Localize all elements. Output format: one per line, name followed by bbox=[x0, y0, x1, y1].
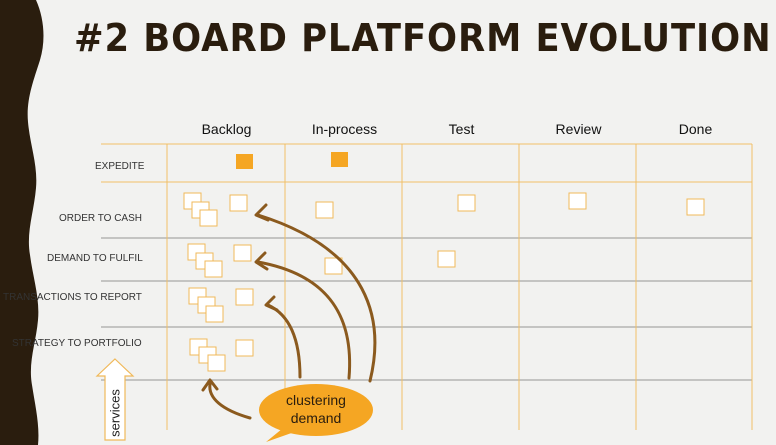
clustering-demand-callout: clustering demand bbox=[259, 384, 373, 442]
callout-line-1: clustering bbox=[286, 392, 346, 408]
services-label: services bbox=[107, 388, 123, 438]
slide-title: #2 BOARD PLATFORM EVOLUTION bbox=[74, 16, 772, 60]
arrow-to-demand-to-fulfil bbox=[256, 260, 352, 380]
clustering-arrows bbox=[201, 203, 377, 420]
services-label-text: services bbox=[107, 389, 123, 437]
row-label-order-to-cash: ORDER TO CASH bbox=[59, 213, 142, 224]
column-header-done: Done bbox=[678, 121, 713, 137]
work-cards bbox=[183, 192, 705, 372]
card bbox=[233, 244, 252, 262]
arrowhead bbox=[264, 295, 279, 312]
arrow-to-transactions bbox=[266, 303, 302, 379]
card bbox=[235, 339, 254, 357]
card bbox=[568, 192, 587, 210]
expedite-card bbox=[331, 152, 348, 167]
card bbox=[229, 194, 248, 212]
card bbox=[235, 288, 254, 306]
card bbox=[205, 305, 224, 323]
arrow-to-strategy bbox=[208, 382, 252, 420]
row-label-expedite: EXPEDITE bbox=[95, 161, 145, 172]
column-header-in-process: In-process bbox=[311, 121, 378, 137]
card bbox=[686, 198, 705, 216]
column-header-backlog: Backlog bbox=[201, 121, 252, 137]
row-label-transactions-to-report: TRANSACTIONS TO REPORT bbox=[3, 292, 142, 303]
column-header-review: Review bbox=[555, 121, 602, 137]
card bbox=[199, 209, 218, 227]
row-label-demand-to-fulfil: DEMAND TO FULFIL bbox=[47, 253, 143, 264]
arrow-to-order-to-cash bbox=[256, 213, 377, 383]
arrowhead bbox=[254, 203, 270, 222]
arrowhead bbox=[201, 378, 219, 392]
row-label-strategy-to-portfolio: STRATEGY TO PORTFOLIO bbox=[12, 338, 142, 349]
card bbox=[457, 194, 476, 212]
callout-line-2: demand bbox=[291, 410, 342, 426]
column-header-test: Test bbox=[448, 121, 475, 137]
card bbox=[315, 201, 334, 219]
board-grid bbox=[101, 143, 753, 430]
decorative-left-edge bbox=[0, 0, 44, 445]
services-arrow-outline bbox=[95, 358, 135, 441]
expedite-card bbox=[236, 154, 253, 169]
arrowhead bbox=[254, 251, 269, 271]
card bbox=[207, 354, 226, 372]
card bbox=[437, 250, 456, 268]
card bbox=[204, 260, 223, 278]
card bbox=[324, 257, 343, 275]
